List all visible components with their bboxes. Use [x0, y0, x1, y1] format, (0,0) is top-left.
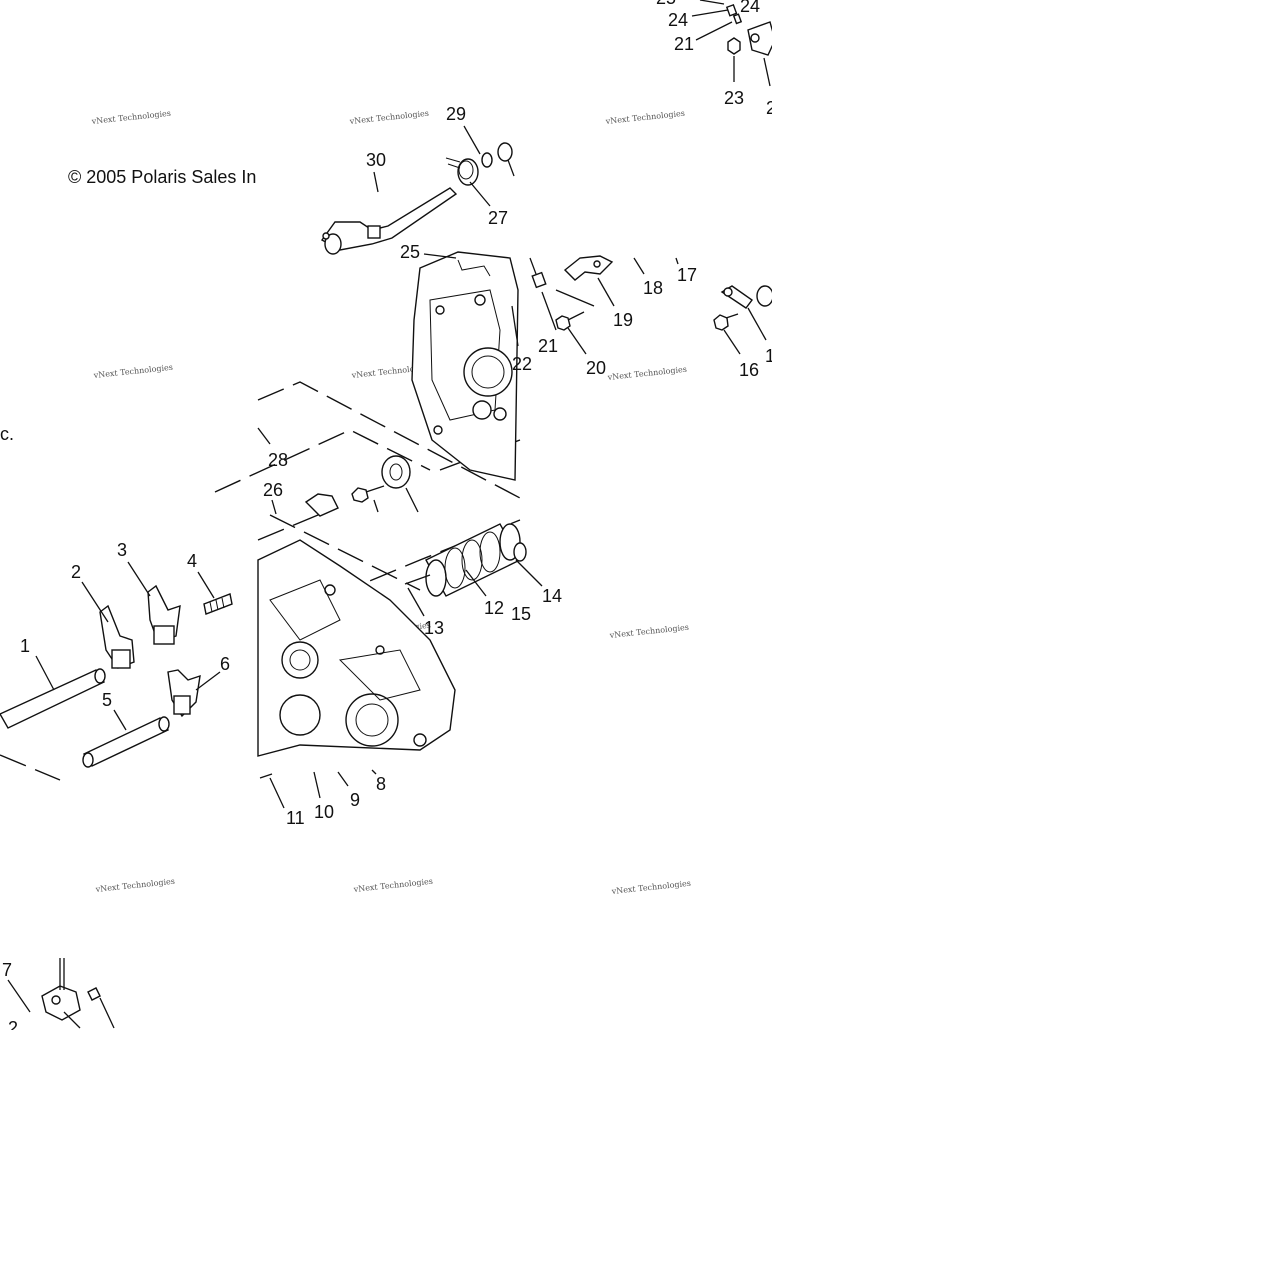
shift-fork-rod [82, 716, 170, 768]
watermark: vNext Technologies [608, 623, 689, 640]
callout-partial-1: 1 [765, 346, 775, 366]
callout-2: 2 [71, 562, 81, 582]
callout-4: 4 [187, 551, 197, 571]
crop-guide [258, 0, 516, 220]
watermark: vNext Technologies [604, 109, 685, 126]
callout-labels: 1 2 3 4 5 6 7 8 9 10 11 12 13 14 15 16 1… [2, 0, 776, 1038]
shift-fork [167, 669, 201, 718]
callout-22: 22 [512, 354, 532, 374]
bolt [555, 311, 585, 331]
callout-8: 8 [376, 774, 386, 794]
watermark: vNext Technologies [348, 109, 429, 126]
callout-25: 25 [400, 242, 420, 262]
watermark: vNext Technologies [610, 879, 691, 896]
callout-24: 24 [668, 10, 688, 30]
shift-shaft [320, 187, 458, 255]
shift-detent-arm [563, 255, 614, 281]
callout-28: 28 [268, 450, 288, 470]
watermark: vNext Technologies [94, 877, 175, 894]
callout-11: 11 [286, 808, 305, 828]
copyright-text: © 2005 Polaris Sales Inc [68, 167, 265, 187]
svg-text:vNext Technologies: vNext Technologies [352, 877, 433, 894]
spring [203, 593, 233, 615]
callout-6: 6 [220, 654, 230, 674]
callout-14: 14 [542, 586, 562, 606]
callout-7: 7 [2, 960, 12, 980]
bolt [351, 485, 385, 503]
callout-10: 10 [314, 802, 334, 822]
detent-pin [531, 271, 547, 289]
callout-3: 3 [117, 540, 127, 560]
svg-text:vNext Technologies: vNext Technologies [348, 109, 429, 126]
nut [727, 37, 741, 55]
crankcase-right-half [411, 251, 519, 481]
callout-21: 21 [538, 336, 558, 356]
callout-17: 17 [677, 265, 697, 285]
callout-26: 26 [263, 480, 283, 500]
watermark: vNext Technologies [606, 365, 687, 382]
svg-text:vNext Technologies: vNext Technologies [92, 363, 173, 380]
shift-drum [404, 523, 521, 597]
callout-13: 13 [424, 618, 444, 638]
callout-18: 18 [643, 278, 663, 298]
plate [304, 493, 339, 517]
callout-partial-2: 2 [766, 98, 776, 118]
callout-27: 27 [488, 208, 508, 228]
crop-mask-bottom [0, 1030, 1285, 1285]
callout-25-top: 25 [656, 0, 676, 8]
crop-mask [257, 160, 287, 190]
svg-text:vNext Technologies: vNext Technologies [610, 879, 691, 896]
shift-fork [147, 584, 181, 645]
shift-fork-rod [0, 668, 106, 729]
svg-text:vNext Technologies: vNext Technologies [606, 365, 687, 382]
washer [481, 142, 513, 168]
callout-12: 12 [484, 598, 504, 618]
drum-cam [381, 455, 411, 489]
bolt [713, 313, 739, 331]
callout-1: 1 [20, 636, 30, 656]
watermark: vNext Technologies [352, 877, 433, 894]
callout-5: 5 [102, 690, 112, 710]
watermark: vNext Technologies [92, 363, 173, 380]
callout-9: 9 [350, 790, 360, 810]
shift-fork [99, 604, 135, 669]
callout-30: 30 [366, 150, 386, 170]
stopper-arm [720, 285, 774, 309]
detent-lever [747, 21, 776, 56]
svg-text:vNext Technologies: vNext Technologies [604, 109, 685, 126]
crankcase-left-half [257, 539, 456, 757]
bearing [513, 542, 527, 562]
shift-spring [445, 157, 479, 186]
watermark: vNext Technologies [90, 109, 171, 126]
copyright-fragment: c. [0, 424, 14, 444]
pin [725, 3, 743, 25]
svg-text:vNext Technologies: vNext Technologies [608, 623, 689, 640]
gear-position-switch [41, 958, 101, 1021]
callout-16: 16 [739, 360, 759, 380]
callout-15: 15 [511, 604, 531, 624]
svg-text:vNext Technologies: vNext Technologies [94, 877, 175, 894]
callout-24-top: 24 [740, 0, 760, 16]
callout-23: 23 [724, 88, 744, 108]
callout-21-top: 21 [674, 34, 694, 54]
callout-19: 19 [613, 310, 633, 330]
callout-partial-2b: 2 [8, 1018, 18, 1038]
leader-lines [7, 0, 771, 1029]
callout-20: 20 [586, 358, 606, 378]
callout-29: 29 [446, 104, 466, 124]
svg-text:vNext Technologies: vNext Technologies [90, 109, 171, 126]
